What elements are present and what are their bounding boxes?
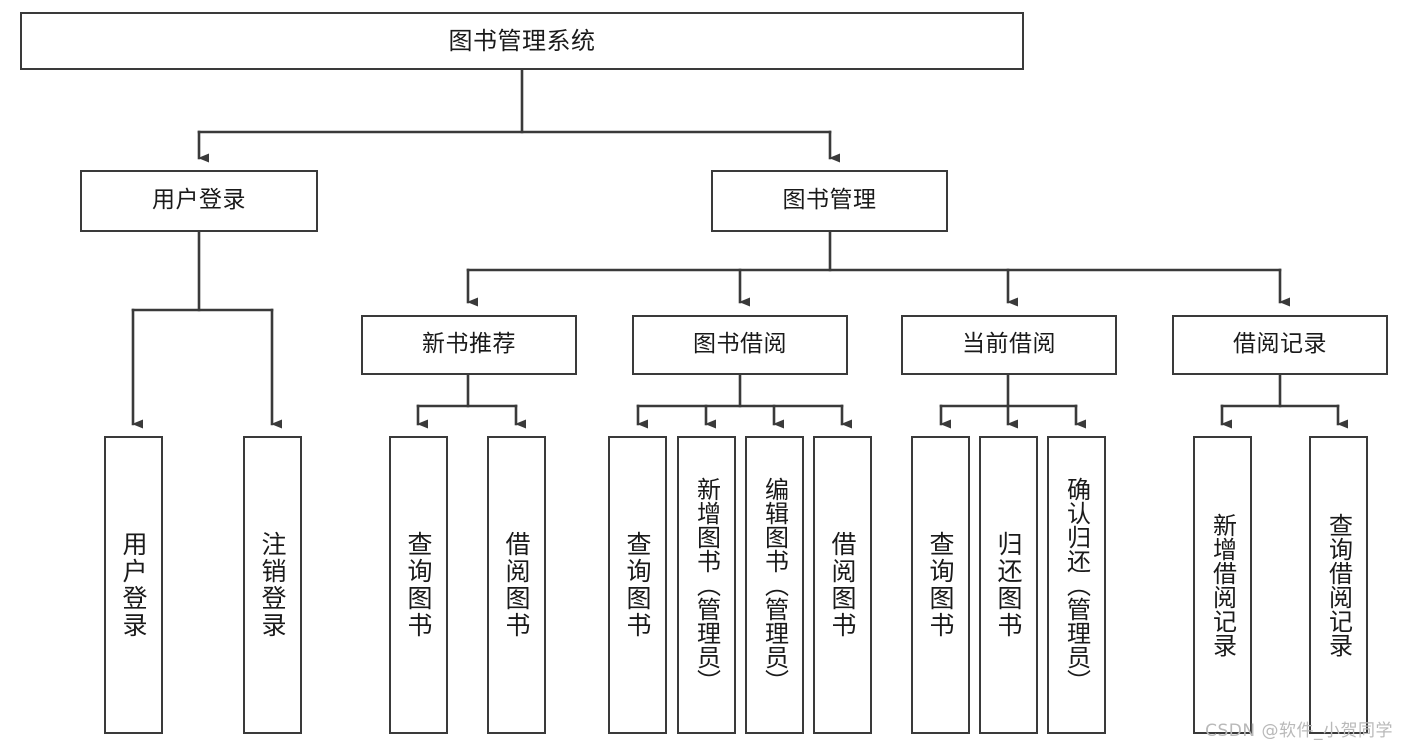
node-book-borrow-label: 图书借阅 bbox=[693, 331, 787, 358]
node-leaf-cur-return-book-label: 归还图书 bbox=[994, 531, 1023, 639]
node-leaf-borrow-query-book[interactable]: 查询图书 bbox=[608, 436, 667, 734]
node-leaf-rec-borrow-book-label: 借阅图书 bbox=[502, 531, 531, 639]
node-borrow-record-label: 借阅记录 bbox=[1233, 331, 1327, 358]
node-leaf-borrow-borrow-book-label: 借阅图书 bbox=[828, 531, 857, 639]
node-leaf-borrow-add-book-label: 新增图书（管理员） bbox=[692, 477, 721, 693]
node-leaf-cur-confirm-return-label: 确认归还（管理员） bbox=[1062, 477, 1091, 693]
node-leaf-user-login[interactable]: 用户登录 bbox=[104, 436, 163, 734]
node-leaf-rec-query-book[interactable]: 查询图书 bbox=[389, 436, 448, 734]
node-leaf-rec-borrow-book[interactable]: 借阅图书 bbox=[487, 436, 546, 734]
node-new-book-recommend-label: 新书推荐 bbox=[422, 331, 516, 358]
node-leaf-rec-query-record-label: 查询借阅记录 bbox=[1324, 513, 1353, 657]
node-book-borrow[interactable]: 图书借阅 bbox=[632, 315, 848, 375]
node-book-management-label: 图书管理 bbox=[782, 187, 877, 214]
csdn-watermark: CSDN @软件_小贺同学 bbox=[1205, 721, 1393, 741]
node-leaf-cur-query-book-label: 查询图书 bbox=[926, 531, 955, 639]
node-leaf-user-logout-label: 注销登录 bbox=[258, 531, 287, 639]
node-leaf-borrow-query-book-label: 查询图书 bbox=[623, 531, 652, 639]
node-root-system-label: 图书管理系统 bbox=[448, 26, 596, 55]
node-current-borrow[interactable]: 当前借阅 bbox=[901, 315, 1117, 375]
node-root-system[interactable]: 图书管理系统 bbox=[20, 12, 1024, 70]
node-leaf-user-login-label: 用户登录 bbox=[119, 531, 148, 639]
node-user-login[interactable]: 用户登录 bbox=[80, 170, 318, 232]
node-current-borrow-label: 当前借阅 bbox=[962, 331, 1056, 358]
node-leaf-borrow-edit-book[interactable]: 编辑图书（管理员） bbox=[745, 436, 804, 734]
node-borrow-record[interactable]: 借阅记录 bbox=[1172, 315, 1388, 375]
node-leaf-cur-return-book[interactable]: 归还图书 bbox=[979, 436, 1038, 734]
node-leaf-borrow-borrow-book[interactable]: 借阅图书 bbox=[813, 436, 872, 734]
node-leaf-cur-confirm-return[interactable]: 确认归还（管理员） bbox=[1047, 436, 1106, 734]
node-leaf-rec-query-record[interactable]: 查询借阅记录 bbox=[1309, 436, 1368, 734]
node-leaf-borrow-add-book[interactable]: 新增图书（管理员） bbox=[677, 436, 736, 734]
node-leaf-borrow-edit-book-label: 编辑图书（管理员） bbox=[760, 477, 789, 693]
node-book-management[interactable]: 图书管理 bbox=[711, 170, 948, 232]
node-leaf-user-logout[interactable]: 注销登录 bbox=[243, 436, 302, 734]
node-leaf-rec-query-book-label: 查询图书 bbox=[404, 531, 433, 639]
node-user-login-label: 用户登录 bbox=[152, 187, 246, 214]
node-leaf-rec-add-record[interactable]: 新增借阅记录 bbox=[1193, 436, 1252, 734]
node-leaf-cur-query-book[interactable]: 查询图书 bbox=[911, 436, 970, 734]
node-new-book-recommend[interactable]: 新书推荐 bbox=[361, 315, 577, 375]
node-leaf-rec-add-record-label: 新增借阅记录 bbox=[1208, 513, 1237, 657]
